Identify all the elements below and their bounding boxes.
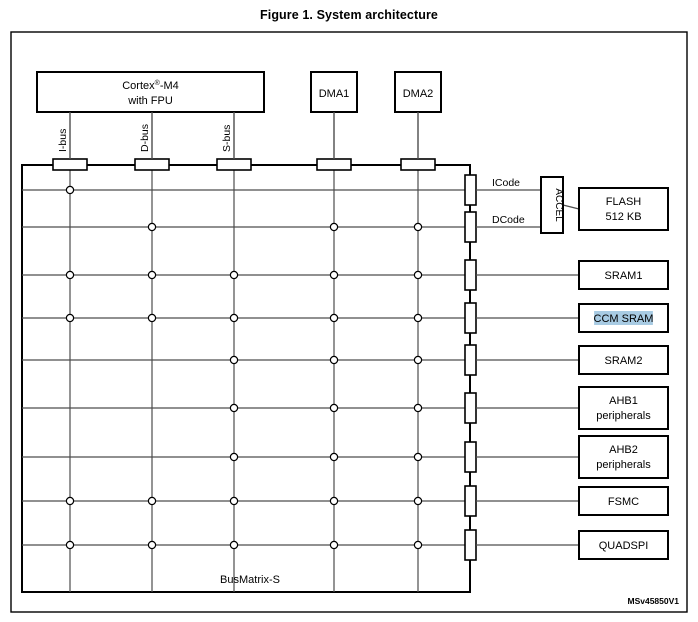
crosspoint-sram2-s-bus	[229, 355, 239, 365]
slave-label-sram1: SRAM1	[605, 270, 643, 282]
crosspoint-ccm-dma1-bus	[329, 313, 339, 323]
crossbar-grid	[22, 165, 470, 592]
arbiter-port-dcode	[464, 211, 477, 243]
slave-sublabel-ahb1: peripherals	[596, 410, 651, 422]
slave-sublabel-ahb2: peripherals	[596, 459, 651, 471]
crosspoint-sram1-d-bus	[147, 270, 157, 280]
accel-label: ACCEL	[553, 188, 564, 222]
arbiter-port-sram1	[464, 259, 477, 291]
master-block-dma1[interactable]	[310, 71, 358, 113]
crosspoint-sram1-dma2-bus	[413, 270, 423, 280]
crosspoint-ahb2-dma2-bus	[413, 452, 423, 462]
crosspoint-fsmc-s-bus	[229, 496, 239, 506]
crosspoint-sram2-dma2-bus	[413, 355, 423, 365]
crosspoint-dcode-d-bus	[147, 222, 157, 232]
crosspoint-quadspi-s-bus	[229, 540, 239, 550]
master-pad-dma2-bus	[400, 158, 436, 171]
crosspoint-ccm-dma2-bus	[413, 313, 423, 323]
port-label-icode: ICode	[492, 177, 520, 189]
slave-block-flash[interactable]	[578, 187, 669, 231]
footer-labels: BusMatrix-S MSv45850V1	[220, 574, 679, 606]
crosspoint-dcode-dma2-bus	[413, 222, 423, 232]
master-pad-i-bus	[52, 158, 88, 171]
port-label-dcode: DCode	[492, 214, 525, 226]
watermark: MSv45850V1	[627, 596, 679, 606]
busmatrix-label: BusMatrix-S	[220, 574, 280, 586]
master-blocks: Cortex®-M4 with FPU DMA1 DMA2	[36, 71, 442, 159]
arbiter-port-ccm	[464, 302, 477, 334]
figure-border	[10, 31, 688, 613]
bus-labels: I-bus D-bus S-bus	[57, 124, 233, 152]
slave-block-ahb1[interactable]	[578, 386, 669, 430]
slave-label-sram2: SRAM2	[605, 355, 643, 367]
crosspoint-ccm-i-bus	[65, 313, 75, 323]
busmatrix-outline	[21, 164, 471, 593]
crosspoint-fsmc-i-bus	[65, 496, 75, 506]
crosspoint-sram1-i-bus	[65, 270, 75, 280]
outer-frame	[10, 31, 688, 613]
slave-arbiter-ports	[464, 174, 477, 561]
crosspoint-fsmc-dma1-bus	[329, 496, 339, 506]
master-pad-s-bus	[216, 158, 252, 171]
slave-label-flash: FLASH	[606, 196, 642, 208]
accel-to-flash-link	[562, 204, 580, 210]
arbiter-port-sram2	[464, 344, 477, 376]
arbiter-port-ahb1	[464, 392, 477, 424]
crossbar-connection-dots	[65, 185, 423, 550]
master-label-dma1: DMA1	[319, 88, 350, 100]
crosspoint-ahb1-dma1-bus	[329, 403, 339, 413]
bus-label-i-bus: I-bus	[57, 129, 69, 152]
master-pad-dma1-bus	[316, 158, 352, 171]
crosspoint-quadspi-d-bus	[147, 540, 157, 550]
slave-label-ccm: CCM SRAM	[594, 313, 654, 325]
crosspoint-sram2-dma1-bus	[329, 355, 339, 365]
crosspoint-quadspi-dma2-bus	[413, 540, 423, 550]
slave-block-ahb2[interactable]	[578, 435, 669, 479]
master-block-cortex[interactable]	[36, 71, 265, 113]
crosspoint-icode-i-bus	[65, 185, 75, 195]
slave-block-sram2[interactable]	[578, 345, 669, 375]
slave-highlight-ccm	[594, 311, 653, 325]
crosspoint-ahb1-s-bus	[229, 403, 239, 413]
bus-label-d-bus: D-bus	[139, 124, 151, 152]
master-pad-d-bus	[134, 158, 170, 171]
crosspoint-ahb1-dma2-bus	[413, 403, 423, 413]
slave-connection-lines	[476, 189, 580, 546]
crosspoint-fsmc-dma2-bus	[413, 496, 423, 506]
slave-block-quadspi[interactable]	[578, 530, 669, 560]
accel-block: ACCEL	[540, 176, 564, 234]
master-label-dma2: DMA2	[403, 88, 434, 100]
crosspoint-sram1-dma1-bus	[329, 270, 339, 280]
crosspoint-ccm-s-bus	[229, 313, 239, 323]
master-label-cortex-fpu: with FPU	[127, 95, 173, 107]
crosspoint-quadspi-i-bus	[65, 540, 75, 550]
slave-sublabel-flash: 512 KB	[605, 211, 641, 223]
crosspoint-quadspi-dma1-bus	[329, 540, 339, 550]
slave-label-ahb2: AHB2	[609, 444, 638, 456]
accel-block[interactable]	[540, 176, 564, 234]
bus-matrix-box	[21, 164, 471, 593]
arbiter-port-ahb2	[464, 441, 477, 473]
arbiter-port-quadspi	[464, 529, 477, 561]
bus-label-s-bus: S-bus	[221, 125, 233, 152]
arbiter-port-icode	[464, 174, 477, 206]
crosspoint-sram1-s-bus	[229, 270, 239, 280]
crosspoint-dcode-dma1-bus	[329, 222, 339, 232]
figure-title: Figure 1. System architecture	[260, 8, 438, 22]
crosspoint-fsmc-d-bus	[147, 496, 157, 506]
crosspoint-ccm-d-bus	[147, 313, 157, 323]
crosspoint-ahb2-s-bus	[229, 452, 239, 462]
master-block-dma2[interactable]	[394, 71, 442, 113]
slave-label-fsmc: FSMC	[608, 496, 639, 508]
crosspoint-ahb2-dma1-bus	[329, 452, 339, 462]
arbiter-port-fsmc	[464, 485, 477, 517]
master-label-cortex: Cortex®-M4	[122, 79, 179, 92]
slave-label-quadspi: QUADSPI	[599, 540, 649, 552]
slave-block-sram1[interactable]	[578, 260, 669, 290]
slave-label-ahb1: AHB1	[609, 395, 638, 407]
slave-block-fsmc[interactable]	[578, 486, 669, 516]
